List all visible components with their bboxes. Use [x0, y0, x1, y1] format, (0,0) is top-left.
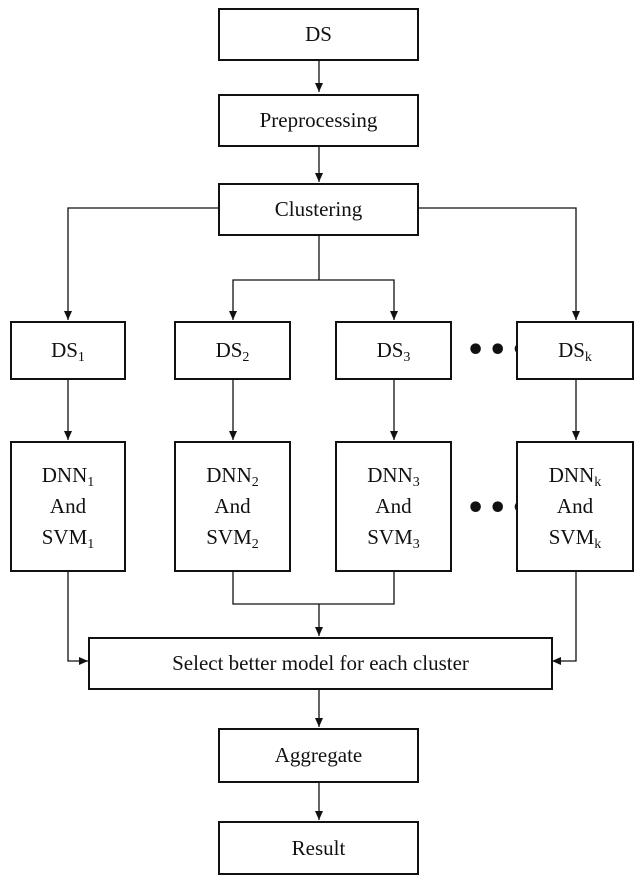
node-model-2-label: DNN2 And SVM2: [206, 463, 259, 552]
arrow-clustering-to-ds1: [64, 207, 218, 320]
node-model-3-label: DNN3 And SVM3: [367, 463, 420, 552]
node-select-model-label: Select better model for each cluster: [172, 651, 469, 675]
node-preprocessing-label: Preprocessing: [259, 108, 378, 132]
node-aggregate-label: Aggregate: [274, 743, 363, 767]
arrow-model1-to-select: [67, 571, 88, 665]
arrow-clustering-to-ds2: [229, 279, 319, 320]
node-ds-label: DS: [305, 22, 332, 46]
node-aggregate: Aggregate: [218, 728, 419, 783]
node-clustering-label: Clustering: [274, 197, 363, 221]
node-ds-3-label: DS3: [376, 338, 411, 365]
node-model-3: DNN3 And SVM3: [335, 441, 452, 572]
node-preprocessing: Preprocessing: [218, 94, 419, 147]
node-ds-1-label: DS1: [51, 338, 85, 365]
node-model-1: DNN1 And SVM1: [10, 441, 126, 572]
arrow-clustering-to-dsk: [419, 207, 580, 320]
node-select-model: Select better model for each cluster: [88, 637, 553, 690]
node-ds-k: DSk: [516, 321, 634, 380]
node-ds-1: DS1: [10, 321, 126, 380]
node-model-k: DNNk And SVMk: [516, 441, 634, 572]
node-result-label: Result: [291, 835, 346, 860]
node-model-1-label: DNN1 And SVM1: [41, 463, 95, 552]
node-clustering: Clustering: [218, 183, 419, 236]
node-model-k-label: DNNk And SVMk: [548, 463, 602, 552]
node-model-2: DNN2 And SVM2: [174, 441, 291, 572]
node-ds-2: DS2: [174, 321, 291, 380]
arrow-clustering-to-ds3: [319, 279, 398, 320]
node-result: Result: [218, 821, 419, 875]
line-model2-model3-join: [232, 571, 395, 605]
node-ds-k-label: DSk: [558, 338, 592, 365]
node-ds: DS: [218, 8, 419, 61]
arrow-modelk-to-select: [552, 571, 577, 665]
node-ds-3: DS3: [335, 321, 452, 380]
node-ds-2-label: DS2: [215, 338, 250, 365]
